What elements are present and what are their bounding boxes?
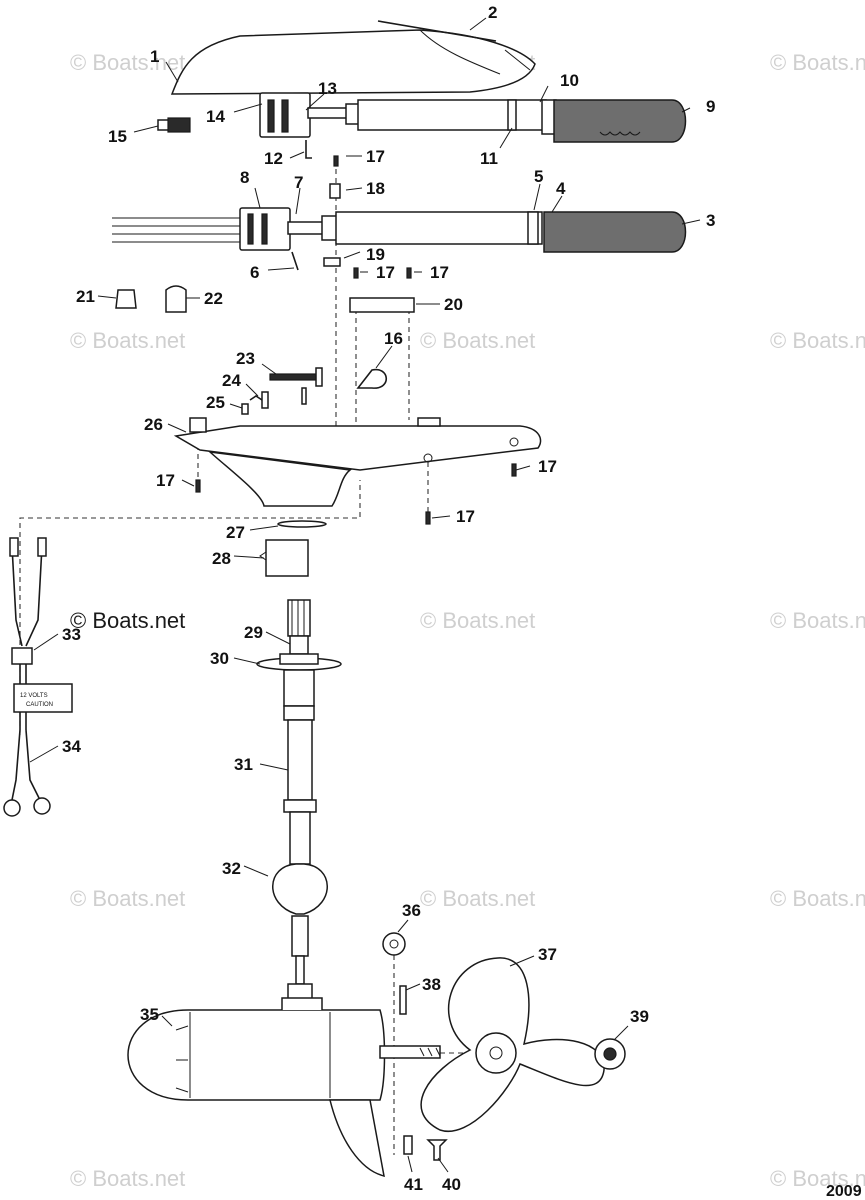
- callout-10: 10: [560, 71, 579, 90]
- upper-handle-assembly: [259, 92, 687, 159]
- watermark: © Boats.net: [420, 886, 535, 911]
- shaft-assembly: [256, 599, 342, 1011]
- callout-30: 30: [210, 649, 229, 668]
- callout-7: 7: [294, 173, 303, 192]
- callout-32: 32: [222, 859, 241, 878]
- caution-label-line1: 12 VOLTS: [20, 693, 48, 699]
- leader-lines: [29, 17, 701, 1173]
- callout-12: 12: [264, 149, 283, 168]
- watermark: © Boats.net: [70, 608, 185, 633]
- head-housing: [173, 417, 542, 525]
- callout-8: 8: [240, 168, 249, 187]
- wiring-harness: 12 VOLTS CAUTION: [3, 537, 73, 817]
- callout-17a: 17: [366, 147, 385, 166]
- callout-3: 3: [706, 211, 715, 230]
- callout-23: 23: [236, 349, 255, 368]
- callout-38: 38: [422, 975, 441, 994]
- callout-25: 25: [206, 393, 225, 412]
- callout-17d: 17: [156, 471, 175, 490]
- connector-15: [157, 117, 191, 133]
- callout-20: 20: [444, 295, 463, 314]
- callout-14: 14: [206, 107, 225, 126]
- callout-5: 5: [534, 167, 543, 186]
- callout-35: 35: [140, 1005, 159, 1024]
- callout-11: 11: [480, 149, 498, 168]
- propeller-hardware: [382, 932, 626, 1161]
- lower-handle-assembly: [112, 207, 687, 271]
- top-cover: [170, 20, 536, 95]
- callout-9: 9: [706, 97, 715, 116]
- callout-24: 24: [222, 371, 241, 390]
- callout-17e: 17: [538, 457, 557, 476]
- collar: [259, 520, 327, 577]
- callout-13: 13: [318, 79, 337, 98]
- diagram-year: 2009: [826, 1183, 862, 1200]
- callout-17b: 17: [376, 263, 395, 282]
- callout-41: 41: [404, 1175, 423, 1194]
- callout-39: 39: [630, 1007, 649, 1026]
- watermark: © Boats.net: [770, 1166, 865, 1191]
- callout-6: 6: [250, 263, 259, 282]
- watermark: © Boats.net: [70, 1166, 185, 1191]
- callout-34: 34: [62, 737, 81, 756]
- lower-unit: [127, 997, 441, 1178]
- callout-4: 4: [556, 179, 566, 198]
- callout-31: 31: [234, 755, 253, 774]
- watermark: © Boats.net: [420, 608, 535, 633]
- callout-37: 37: [538, 945, 557, 964]
- callout-29: 29: [244, 623, 263, 642]
- callout-28: 28: [212, 549, 231, 568]
- watermark: © Boats.net: [770, 328, 865, 353]
- pin-and-bolts: [241, 367, 388, 415]
- watermark: © Boats.net: [770, 886, 865, 911]
- callout-21: 21: [76, 287, 95, 306]
- callout-33: 33: [62, 625, 81, 644]
- watermark: © Boats.net: [70, 328, 185, 353]
- callout-26: 26: [144, 415, 163, 434]
- small-hardware: [323, 155, 412, 279]
- watermark: © Boats.net: [770, 50, 865, 75]
- caution-label-line2: CAUTION: [26, 702, 53, 708]
- callout-17f: 17: [456, 507, 475, 526]
- callout-16: 16: [384, 329, 403, 348]
- callout-2: 2: [488, 3, 497, 22]
- callout-18: 18: [366, 179, 385, 198]
- callout-40: 40: [442, 1175, 461, 1194]
- callout-1: 1: [150, 47, 159, 66]
- watermark: © Boats.net: [70, 50, 185, 75]
- callout-19: 19: [366, 245, 385, 264]
- watermark: © Boats.net: [70, 886, 185, 911]
- callout-22: 22: [204, 289, 223, 308]
- watermark: © Boats.net: [770, 608, 865, 633]
- callout-numbers: 1 2 3 4 5 6 7 8 9 10 11 12 13 14 15 16 1…: [62, 3, 715, 1194]
- callout-27: 27: [226, 523, 245, 542]
- callout-17c: 17: [430, 263, 449, 282]
- callout-36: 36: [402, 901, 421, 920]
- watermark: © Boats.net: [420, 328, 535, 353]
- band-and-clips: [115, 285, 415, 313]
- callout-15: 15: [108, 127, 127, 146]
